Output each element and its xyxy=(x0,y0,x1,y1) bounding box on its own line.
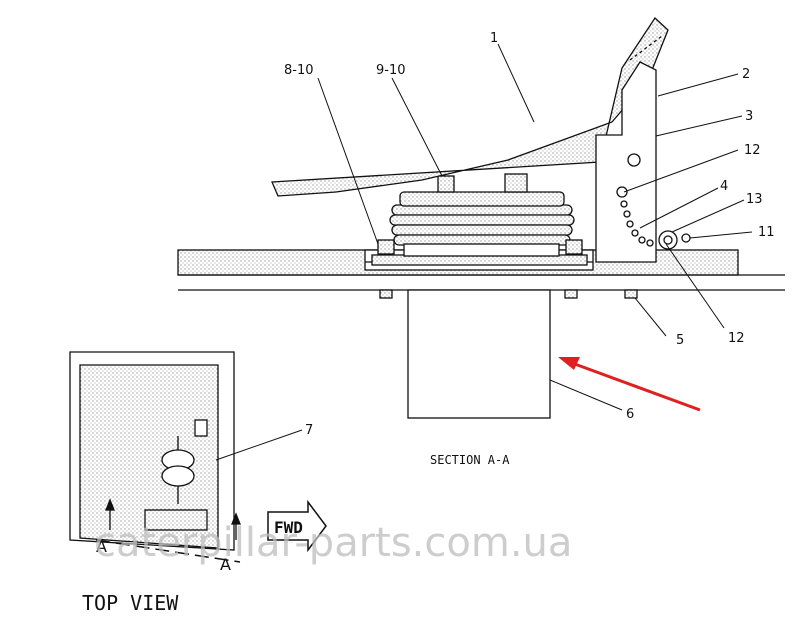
callout-5: 5 xyxy=(676,333,684,348)
callout-11: 11 xyxy=(758,225,775,240)
chain xyxy=(616,186,691,250)
callout-1: 1 xyxy=(490,31,498,46)
section-marker-right: A xyxy=(220,555,231,574)
red-arrow xyxy=(558,357,701,412)
fwd-arrow xyxy=(267,499,327,553)
callout-6: 6 xyxy=(626,407,634,422)
callout-9-10: 9-10 xyxy=(376,63,406,78)
section-view xyxy=(177,17,785,419)
callout-12-bottom: 12 xyxy=(728,331,745,346)
leader-lines xyxy=(317,43,753,411)
callout-13: 13 xyxy=(746,192,763,207)
fwd-label: FWD xyxy=(274,518,303,537)
callout-labels: 1 2 3 12 4 13 11 12 5 6 7 8-10 9-10 xyxy=(284,31,775,438)
section-marker-left: A xyxy=(96,537,107,556)
callout-8-10: 8-10 xyxy=(284,63,314,78)
top-view xyxy=(69,351,327,563)
housing-box xyxy=(407,289,551,419)
callout-7: 7 xyxy=(305,423,313,438)
callout-4: 4 xyxy=(720,179,728,194)
callout-12-top: 12 xyxy=(744,143,761,158)
callout-3: 3 xyxy=(745,109,753,124)
section-caption: SECTION A-A xyxy=(430,453,510,467)
bellows xyxy=(377,173,583,257)
bracket xyxy=(595,61,657,263)
watermark: caterpillar-parts.com.ua xyxy=(94,520,572,566)
top-view-caption: TOP VIEW xyxy=(82,591,179,615)
callout-2: 2 xyxy=(742,67,750,82)
